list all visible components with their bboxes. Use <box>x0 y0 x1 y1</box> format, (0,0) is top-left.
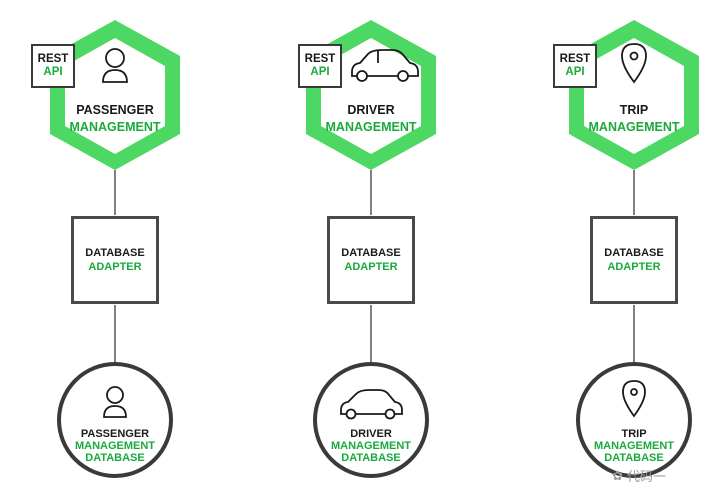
database-adapter-box: DATABASE ADAPTER <box>590 216 678 304</box>
column-driver <box>306 20 436 478</box>
rest-label: REST <box>304 53 336 65</box>
database-name: PASSENGER <box>80 428 150 440</box>
api-label: API <box>565 66 585 78</box>
database-label: TRIP MANAGEMENT DATABASE <box>574 428 694 464</box>
database-type: DATABASE <box>341 452 401 464</box>
service-title: TRIP MANAGEMENT <box>574 102 694 136</box>
database-sub: MANAGEMENT <box>330 440 412 452</box>
location-pin-icon <box>621 43 647 84</box>
database-name: DRIVER <box>350 428 392 440</box>
database-label: PASSENGER MANAGEMENT DATABASE <box>55 428 175 464</box>
column-trip <box>569 20 699 478</box>
service-subtitle: MANAGEMENT <box>69 120 161 134</box>
rest-label: REST <box>559 53 591 65</box>
service-subtitle: MANAGEMENT <box>325 120 417 134</box>
service-title: DRIVER MANAGEMENT <box>311 102 431 136</box>
database-circle <box>57 362 173 478</box>
database-sub: MANAGEMENT <box>74 440 156 452</box>
adapter-line2: ADAPTER <box>88 261 142 273</box>
wechat-icon: ✿ <box>612 467 623 483</box>
rest-api-badge: REST API <box>298 44 342 88</box>
api-label: API <box>43 66 63 78</box>
service-hexagon-inner <box>584 38 684 154</box>
database-type: DATABASE <box>85 452 145 464</box>
database-sub: MANAGEMENT <box>593 440 675 452</box>
adapter-line2: ADAPTER <box>344 261 398 273</box>
service-name: DRIVER <box>347 103 395 117</box>
rest-label: REST <box>37 53 69 65</box>
watermark: ✿ 代码一 <box>612 466 666 485</box>
car-icon <box>351 49 419 82</box>
adapter-line2: ADAPTER <box>607 261 661 273</box>
database-type: DATABASE <box>604 452 664 464</box>
car-icon <box>340 389 403 420</box>
rest-api-badge: REST API <box>31 44 75 88</box>
database-circle <box>313 362 429 478</box>
service-hexagon-inner <box>65 38 165 154</box>
database-name: TRIP <box>621 428 647 440</box>
database-adapter-box: DATABASE ADAPTER <box>327 216 415 304</box>
location-pin-icon <box>622 380 646 418</box>
watermark-text: 代码一 <box>626 469 666 484</box>
database-circle <box>576 362 692 478</box>
api-label: API <box>310 66 330 78</box>
service-name: TRIP <box>619 103 649 117</box>
service-name: PASSENGER <box>76 103 154 117</box>
service-hexagon-inner <box>321 38 421 154</box>
adapter-line1: DATABASE <box>604 247 664 259</box>
adapter-line1: DATABASE <box>341 247 401 259</box>
person-icon <box>102 48 128 83</box>
database-adapter-box: DATABASE ADAPTER <box>71 216 159 304</box>
database-label: DRIVER MANAGEMENT DATABASE <box>311 428 431 464</box>
person-icon <box>103 386 127 418</box>
column-passenger <box>50 20 180 478</box>
service-title: PASSENGER MANAGEMENT <box>55 102 175 136</box>
adapter-line1: DATABASE <box>85 247 145 259</box>
rest-api-badge: REST API <box>553 44 597 88</box>
service-subtitle: MANAGEMENT <box>588 120 680 134</box>
